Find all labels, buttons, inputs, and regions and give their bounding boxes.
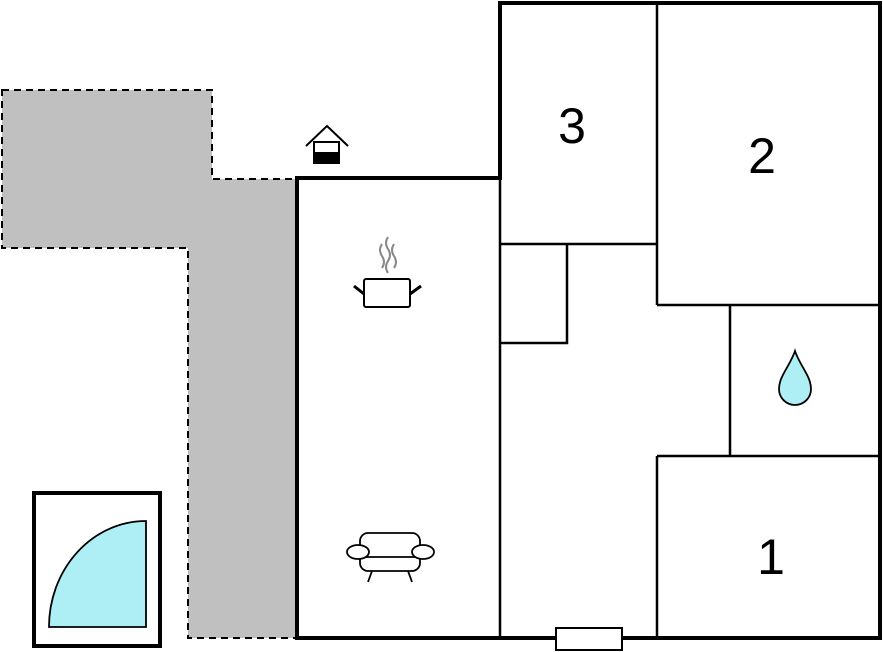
room-1-label: 1	[757, 529, 785, 585]
interior-walls	[498, 3, 880, 638]
room-2-label: 2	[748, 128, 776, 184]
house-entrance-icon	[305, 124, 349, 164]
water-drop-icon	[778, 348, 812, 406]
sofa-icon	[346, 532, 435, 583]
cooking-pot-icon	[353, 236, 422, 308]
room-3-label: 3	[558, 98, 586, 154]
pool-icon	[32, 491, 162, 648]
front-door	[555, 627, 623, 651]
